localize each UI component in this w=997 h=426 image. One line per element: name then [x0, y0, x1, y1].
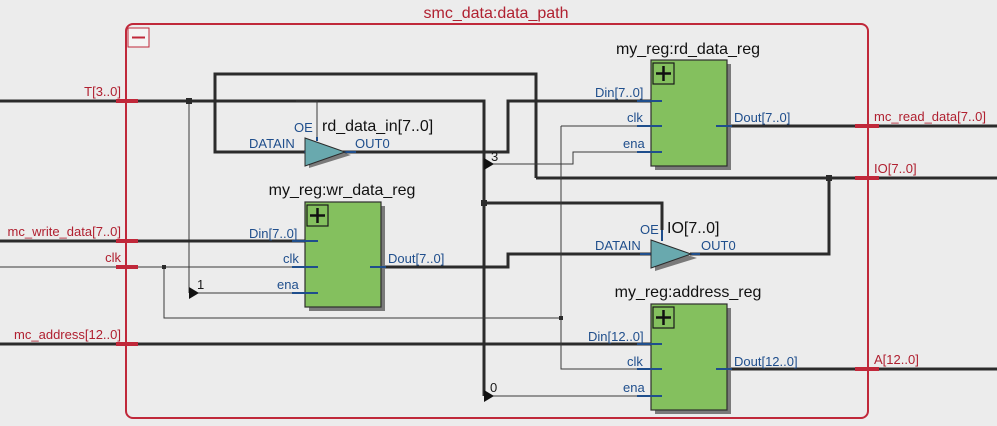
register-ena-label: ena: [623, 380, 645, 395]
bit-tap-0: 0: [490, 380, 497, 395]
buffer-oe-label: OE: [294, 120, 313, 135]
junction-dot: [162, 265, 166, 269]
minus-icon[interactable]: [127, 27, 150, 48]
register-clk-label: clk: [283, 251, 299, 266]
junction-dot: [559, 316, 563, 320]
bit-tap-1: 1: [197, 277, 204, 292]
svg-text:mc_write_data[7..0]: mc_write_data[7..0]: [8, 224, 121, 239]
rd-data-register[interactable]: my_reg:rd_data_reg Din[7..0] clk ena Dou…: [595, 41, 790, 170]
svg-text:A[12..0]: A[12..0]: [874, 352, 919, 367]
io-buffer[interactable]: IO[7..0] OE DATAIN OUT0: [595, 220, 736, 271]
buffer-datain-label: DATAIN: [595, 238, 641, 253]
port-mc-write-data[interactable]: mc_write_data[7..0]: [8, 224, 138, 243]
register-din-label: Din[12..0]: [588, 329, 644, 344]
plus-icon[interactable]: [652, 62, 675, 85]
buffer-oe-label: OE: [640, 222, 659, 237]
svg-text:clk: clk: [105, 250, 121, 265]
control-nets: [0, 125, 662, 397]
register-din-label: Din[7..0]: [595, 85, 643, 100]
address-register[interactable]: my_reg:address_reg Din[12..0] clk ena Do…: [588, 284, 798, 414]
rd-data-in-buffer[interactable]: rd_data_in[7..0] OE DATAIN OUT0: [249, 118, 433, 168]
register-title: my_reg:rd_data_reg: [616, 41, 760, 58]
register-dout-label: Dout[7..0]: [734, 110, 790, 125]
junction-dot: [186, 98, 192, 104]
wr-data-register[interactable]: my_reg:wr_data_reg Din[7..0] clk ena Dou…: [249, 182, 444, 311]
buffer-title: IO[7..0]: [667, 220, 719, 237]
svg-text:T[3..0]: T[3..0]: [84, 84, 121, 99]
plus-icon[interactable]: [306, 204, 329, 227]
port-T[interactable]: T[3..0]: [84, 84, 138, 103]
port-clk[interactable]: clk: [105, 250, 138, 269]
svg-text:mc_address[12..0]: mc_address[12..0]: [14, 327, 121, 342]
wire-network: [0, 72, 997, 396]
plus-icon[interactable]: [652, 306, 675, 329]
register-title: my_reg:address_reg: [615, 284, 762, 301]
port-mc-read-data[interactable]: mc_read_data[7..0]: [855, 109, 986, 128]
bit-tap-arrow: [484, 390, 494, 402]
register-ena-label: ena: [623, 136, 645, 151]
buffer-title: rd_data_in[7..0]: [322, 118, 433, 135]
bit-tap-3: 3: [491, 149, 498, 164]
register-title: my_reg:wr_data_reg: [269, 182, 416, 199]
port-IO[interactable]: IO[7..0]: [855, 161, 917, 180]
port-mc-address[interactable]: mc_address[12..0]: [14, 327, 138, 346]
junction-dot: [826, 175, 832, 181]
data-path-module-title: smc_data:data_path: [424, 5, 569, 22]
register-dout-label: Dout[12..0]: [734, 354, 798, 369]
bit-tap-arrow: [189, 287, 199, 299]
register-ena-label: ena: [277, 277, 299, 292]
buffer-out-label: OUT0: [701, 238, 736, 253]
register-clk-label: clk: [627, 354, 643, 369]
buffer-datain-label: DATAIN: [249, 136, 295, 151]
junction-dot: [481, 200, 487, 206]
register-clk-label: clk: [627, 110, 643, 125]
svg-text:IO[7..0]: IO[7..0]: [874, 161, 917, 176]
register-din-label: Din[7..0]: [249, 226, 297, 241]
register-dout-label: Dout[7..0]: [388, 251, 444, 266]
port-A[interactable]: A[12..0]: [855, 352, 919, 371]
data-path-module-frame[interactable]: [125, 23, 869, 419]
buffer-out-label: OUT0: [355, 136, 390, 151]
svg-text:mc_read_data[7..0]: mc_read_data[7..0]: [874, 109, 986, 124]
bit-tap-arrow: [484, 158, 494, 170]
